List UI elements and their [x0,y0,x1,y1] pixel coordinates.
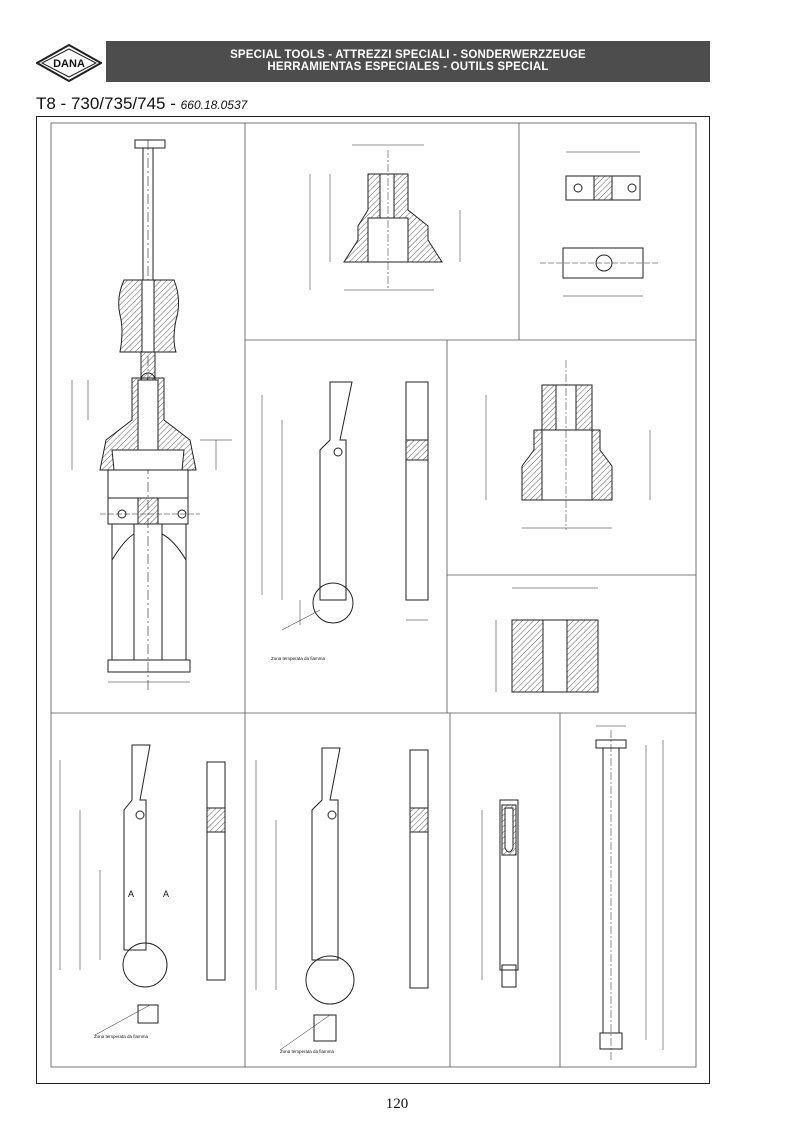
header-banner: SPECIAL TOOLS - ATTREZZI SPECIALI - SOND… [106,41,710,82]
header-line-1: SPECIAL TOOLS - ATTREZZI SPECIALI - SOND… [230,49,586,61]
drawing-grid [50,122,697,1068]
title-code: 660.18.0537 [180,98,248,112]
lever-view [261,381,429,631]
dana-logo: DANA [36,44,102,82]
assembly-view [71,139,232,690]
page-number: 120 [385,1096,409,1112]
lever-view-3 [255,747,429,1051]
zone-label-2: Zona temperata da fiamma [94,1034,149,1039]
shaft-view [595,725,664,1060]
drawing-frame [36,116,710,1084]
zone-label-1: Zona temperata da fiamma [271,656,326,661]
bushing-view [495,587,599,693]
zone-label-3: Zona temperata da fiamma [280,1049,335,1054]
cone-section-view [309,144,461,291]
header-line-2: HERRAMIENTAS ESPECIALES - OUTILS SPECIAL [267,61,549,73]
title-prefix: T8 - 730/735/745 - [36,94,181,113]
section-label-a2: A [163,889,169,899]
lever-view-2 [59,744,226,1036]
logo-text: DANA [53,58,85,70]
pin-view [481,799,519,988]
block-views [540,151,660,297]
cone-view-2 [485,360,651,530]
page-title: T8 - 730/735/745 - 660.18.0537 [36,94,247,114]
section-label-a1: A [128,889,134,899]
